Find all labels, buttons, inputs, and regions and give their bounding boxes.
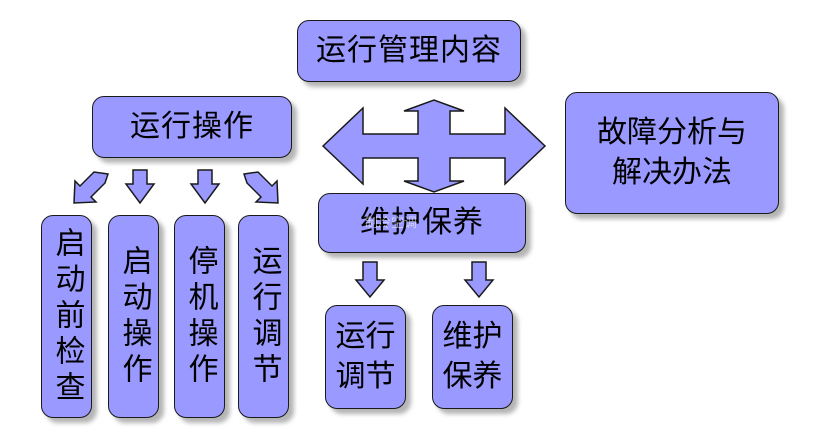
arrow-down-maint-left: [354, 261, 386, 299]
node-start-operation: 启动操作: [108, 215, 159, 418]
node-pre-start-check: 启动前检查: [41, 215, 92, 418]
arrow-down-3: [189, 169, 221, 205]
node-maint-upkeep: 维护 保养: [432, 305, 513, 409]
node-content: 运行管理内容: [297, 20, 521, 82]
node-stop-operation: 停机操作: [174, 215, 225, 418]
node-maint-run-adjust: 运行 调节: [325, 305, 406, 409]
arrow-down-left-1: [73, 171, 109, 204]
node-maintenance: 维护保养: [318, 193, 526, 253]
node-fault-analysis: 故障分析与 解决办法: [565, 92, 779, 214]
arrow-down-right-4: [243, 171, 279, 204]
watermark: 制冷空调: [365, 216, 418, 231]
arrow-down-maint-right: [463, 261, 495, 299]
node-operation: 运行操作: [92, 96, 292, 158]
four-way-arrow: [321, 99, 547, 193]
arrow-down-2: [124, 169, 156, 205]
node-run-adjust: 运行调节: [238, 215, 289, 418]
